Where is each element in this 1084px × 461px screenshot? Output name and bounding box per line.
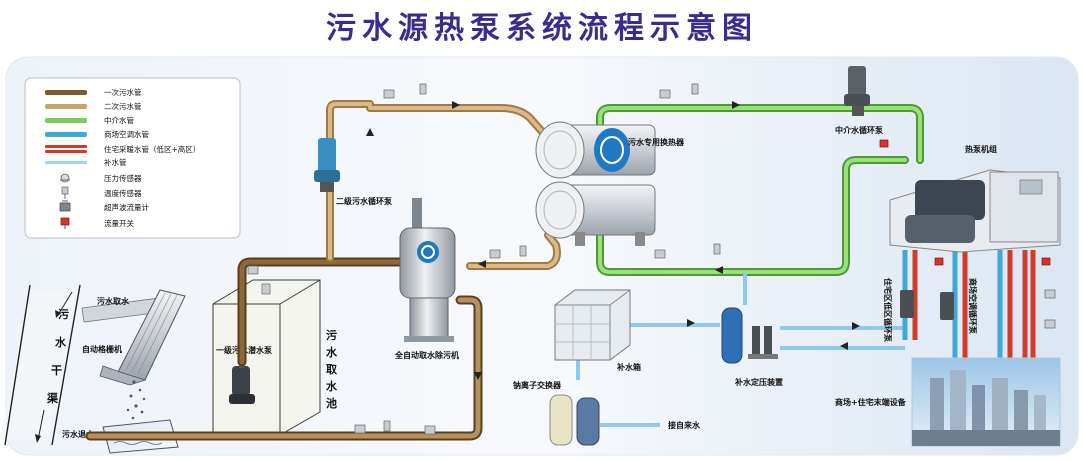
legend-label: 压力传感器 (104, 173, 142, 183)
auto-decontaminator (399, 198, 456, 342)
legend-label: 商场空调水管 (104, 129, 149, 139)
legend-swatch-primary-sewage (45, 90, 87, 95)
debris-particles (126, 380, 146, 420)
sewage-main-channel (0, 284, 81, 446)
legend: 一次污水管 二次污水管 中介水管 商场空调水管 住宅采暖水管（低区+高区） 补水… (24, 77, 241, 239)
secondary-circulation-pump (314, 138, 340, 192)
heat-exchanger-label: 污水专用换热器 (628, 137, 685, 147)
temperature-sensor-icon (61, 186, 69, 199)
sewage-intake-label: 污水取水 (97, 296, 130, 306)
legend-swatch-makeup (45, 161, 87, 164)
auto-grille-label: 自动格栅机 (82, 344, 122, 354)
mall-pump-label: 商场空调循环泵 (968, 278, 978, 334)
makeup-water-tank (554, 289, 631, 361)
flow-switches (879, 139, 1051, 266)
flow-switch-icon (60, 217, 70, 229)
heat-pump-label: 热泵机组 (965, 144, 997, 154)
secondary-pump-label: 二级污水循环泵 (336, 196, 392, 206)
legend-label: 住宅采暖水管（低区+高区） (104, 144, 200, 154)
legend-swatch-heating-high (45, 150, 87, 153)
intake-pool-label-2: 水 (326, 345, 338, 359)
main-channel-label-3: 干 (51, 364, 62, 377)
pressure-device-label: 补水定压装置 (734, 377, 783, 387)
legend-label: 温度传感器 (104, 188, 142, 198)
legend-label: 一次污水管 (104, 87, 142, 97)
legend-label: 超声波流量计 (104, 202, 149, 212)
sewage-heat-exchanger (535, 121, 656, 246)
pipe-sensors (247, 83, 1056, 435)
legend-swatch-mall-ac (45, 132, 87, 137)
legend-label: 流量开关 (104, 218, 134, 228)
heat-pump-output-pipes (902, 250, 1036, 360)
heat-pump-unit (889, 169, 1061, 253)
intermediate-pump-label: 中介水循环泵 (835, 125, 883, 135)
intake-pool-label-3: 取 (326, 363, 337, 376)
sewage-return-label: 污水退水 (62, 429, 95, 439)
main-channel-label-1: 污 (58, 307, 69, 321)
intake-pool (212, 279, 321, 436)
intermediate-water-pipe (596, 104, 924, 276)
intake-pool-label-1: 污 (326, 328, 337, 342)
intake-pool-label-5: 池 (326, 396, 337, 410)
secondary-sewage-pipe (326, 100, 561, 270)
legend-swatch-intermediate (45, 118, 87, 123)
diagram-title: 污水源热泵系统流程示意图 (326, 11, 758, 46)
makeup-tank-label: 补水箱 (616, 362, 641, 372)
terminal-circulation-pumps (900, 290, 954, 320)
ion-exchanger (549, 394, 600, 446)
legend-swatch-heating-low (45, 145, 87, 148)
end-equipment-building (911, 357, 1061, 447)
auto-grille-machine (81, 289, 186, 386)
intake-pool-label-4: 水 (326, 379, 338, 393)
makeup-water-pipes (576, 272, 905, 427)
legend-swatch-secondary-sewage (45, 104, 87, 109)
legend-label: 二次污水管 (104, 101, 142, 111)
flow-arrows (366, 101, 860, 380)
pressure-stabilizer (721, 307, 778, 364)
decontaminator-label: 全自动取水除污机 (394, 350, 459, 360)
tap-water-label: 接自来水 (668, 420, 701, 430)
submersible-pump (229, 360, 255, 404)
main-channel-label-4: 渠 (47, 391, 59, 405)
legend-label: 中介水管 (104, 115, 134, 125)
ion-exchanger-label: 钠离子交换器 (513, 380, 562, 390)
main-channel-label-2: 水 (55, 335, 67, 349)
legend-label: 补水管 (104, 157, 127, 167)
end-equipment-label: 商场+住宅末端设备 (835, 397, 907, 407)
ultrasonic-flowmeter-icon (59, 200, 71, 212)
pressure-sensor-icon (60, 173, 70, 183)
residential-pump-label: 住宅区低区循环泵 (883, 278, 893, 342)
primary-sewage-pipe (85, 257, 483, 441)
intermediate-circulation-pump (844, 66, 870, 116)
